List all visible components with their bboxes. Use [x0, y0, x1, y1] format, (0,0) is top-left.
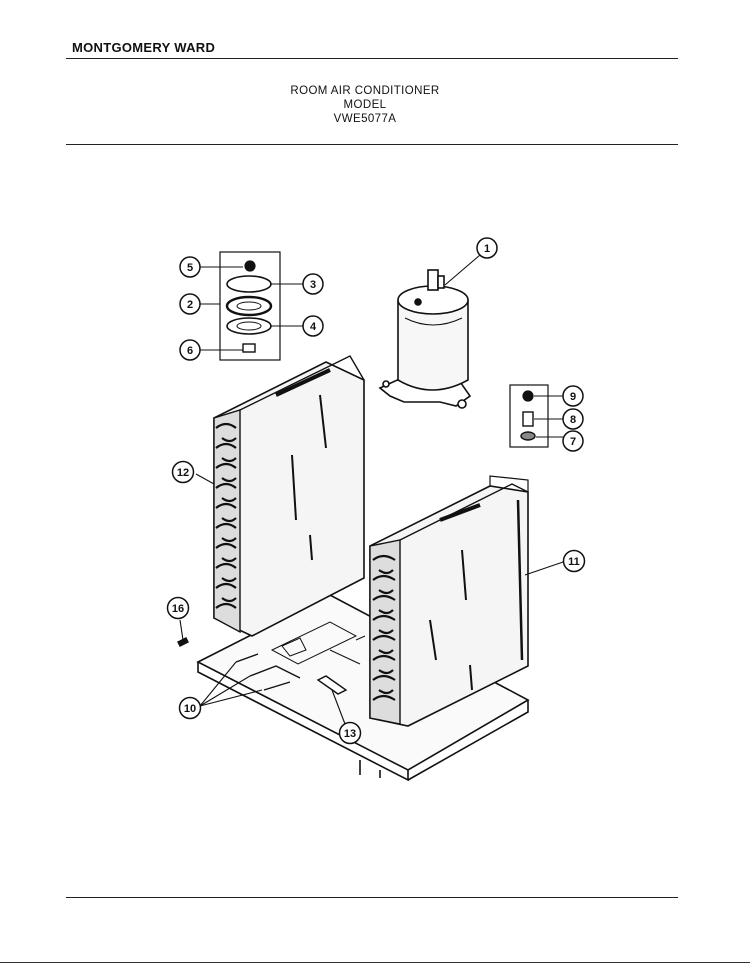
- title-line-2: MODEL: [343, 99, 387, 111]
- callout-7: 7: [562, 430, 584, 452]
- callout-9: 9: [562, 385, 584, 407]
- svg-text:12: 12: [177, 467, 189, 479]
- svg-text:11: 11: [568, 556, 580, 568]
- brand-name: MONTGOMERY WARD: [72, 40, 216, 55]
- callout-6: 6: [179, 339, 201, 361]
- coil-right-tubes: [372, 554, 396, 701]
- condenser-coil-left: [213, 355, 365, 637]
- svg-text:2: 2: [187, 299, 193, 311]
- title-block: ROOM AIR CONDITIONER MODEL VWE5077A: [200, 84, 530, 126]
- title-line-3: VWE5077A: [333, 113, 397, 125]
- mount-kit-box: [509, 384, 549, 448]
- coil-left-tubes: [215, 422, 237, 609]
- svg-text:3: 3: [310, 279, 316, 291]
- svg-text:4: 4: [310, 321, 317, 333]
- callout-12: 12: [171, 460, 195, 484]
- callout-10: 10: [178, 696, 202, 720]
- svg-text:16: 16: [172, 603, 184, 615]
- callout-13: 13: [338, 721, 362, 745]
- grommet-kit-box: [219, 251, 281, 361]
- callout-2: 2: [179, 293, 201, 315]
- svg-text:10: 10: [184, 703, 196, 715]
- evaporator-coil-right: [369, 475, 529, 727]
- svg-text:7: 7: [570, 436, 576, 448]
- tube-insulation: [316, 675, 348, 695]
- bottom-edge-line: [0, 962, 750, 963]
- svg-text:5: 5: [187, 262, 193, 274]
- baffle-strips: [235, 653, 301, 691]
- svg-text:9: 9: [570, 391, 576, 403]
- svg-text:13: 13: [344, 728, 356, 740]
- title-line-1: ROOM AIR CONDITIONER: [290, 85, 440, 97]
- callout-3: 3: [302, 273, 324, 295]
- svg-text:6: 6: [187, 345, 193, 357]
- leader-lines: [179, 254, 564, 725]
- callout-16: 16: [166, 596, 190, 620]
- compressor: [378, 269, 472, 409]
- title-rule: [66, 144, 678, 145]
- footer-rule: [66, 897, 678, 898]
- callout-4: 4: [302, 315, 324, 337]
- callout-8: 8: [562, 408, 584, 430]
- svg-text:1: 1: [484, 243, 490, 255]
- callout-11: 11: [562, 549, 586, 573]
- callout-5: 5: [179, 256, 201, 278]
- callout-1: 1: [476, 237, 498, 259]
- header-rule: [66, 58, 678, 59]
- svg-text:8: 8: [570, 414, 576, 426]
